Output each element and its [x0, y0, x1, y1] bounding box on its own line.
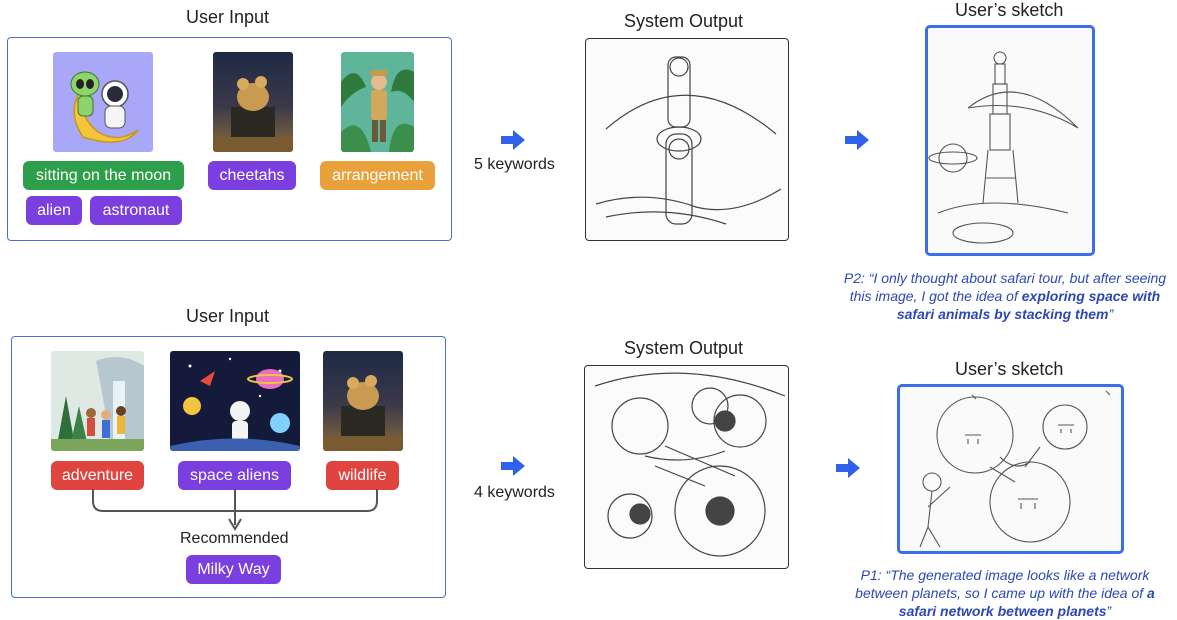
right-arrow-icon — [501, 130, 525, 150]
alien-moon-image — [53, 52, 153, 152]
quote-emphasis: a safari network between planets — [898, 585, 1155, 619]
right-arrow-icon — [845, 130, 869, 150]
system-output-image — [585, 38, 789, 241]
system-output-image — [584, 365, 789, 569]
recommended-label: Recommended — [180, 530, 289, 547]
chip-sitting-on-the-moon: sitting on the moon — [23, 161, 184, 190]
right-arrow-icon — [501, 456, 525, 476]
chip-alien: alien — [26, 196, 82, 225]
quote-emphasis: exploring space with safari animals by s… — [896, 288, 1161, 322]
quote-end: ” — [1108, 306, 1114, 322]
users-sketch-image — [925, 25, 1095, 256]
keywords-count: 5 keywords — [474, 156, 555, 173]
chip-space-aliens: space aliens — [178, 461, 291, 490]
chip-astronaut: astronaut — [90, 196, 182, 225]
cheetahs-image — [213, 52, 293, 152]
users-sketch-heading: User’s sketch — [955, 0, 1064, 20]
user-input-heading: User Input — [186, 306, 270, 326]
chip-wildlife: wildlife — [326, 461, 399, 490]
users-sketch-image — [897, 384, 1124, 554]
quote-text: P1: “The generated image looks like a ne… — [855, 567, 1150, 601]
space-aliens-image — [170, 351, 300, 451]
explorer-image — [341, 52, 414, 152]
chip-milky-way: Milky Way — [186, 555, 281, 584]
chip-cheetahs: cheetahs — [208, 161, 296, 190]
system-output-heading: System Output — [624, 338, 744, 358]
quote-end: ” — [1106, 603, 1112, 619]
user-input-heading: User Input — [186, 7, 270, 27]
adventure-image — [51, 351, 144, 451]
participant-quote-p1: P1: “The generated image looks like a ne… — [837, 566, 1173, 620]
merge-bracket-connector — [92, 489, 378, 531]
chip-adventure: adventure — [51, 461, 144, 490]
users-sketch-heading: User’s sketch — [955, 359, 1064, 379]
wildlife-image — [323, 351, 403, 451]
system-output-heading: System Output — [624, 11, 744, 31]
participant-quote-p2: P2: “I only thought about safari tour, b… — [840, 269, 1170, 323]
quote-text: P2: “I only thought about safari tour, b… — [843, 270, 1167, 304]
chip-arrangement: arrangement — [320, 161, 435, 190]
right-arrow-icon — [836, 458, 860, 478]
keywords-count: 4 keywords — [474, 484, 555, 501]
